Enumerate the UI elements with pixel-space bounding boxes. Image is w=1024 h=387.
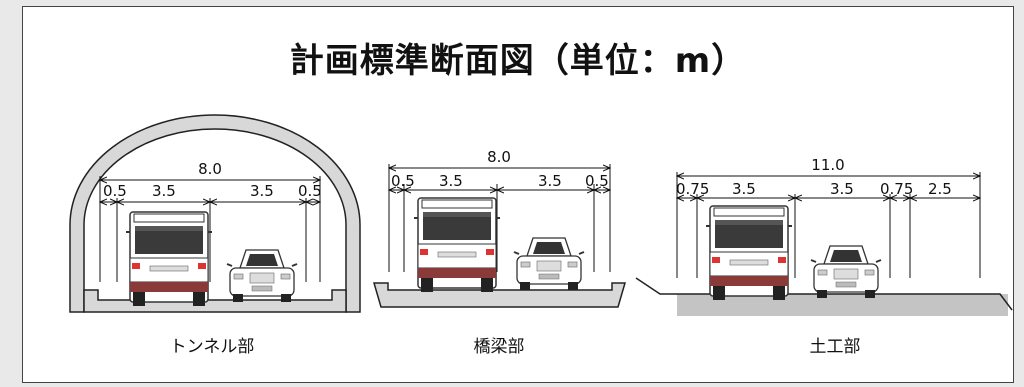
- tunnel-section: 8.0 0.5 3.5 3.5 0.5: [69, 114, 361, 313]
- earthwork-seg-1: 0.75: [676, 180, 709, 198]
- bridge-seg-2: 3.5: [439, 172, 463, 190]
- tunnel-lining: [69, 114, 361, 313]
- earthwork-embankment: [677, 294, 1008, 316]
- bus-icon: [413, 197, 501, 293]
- earthwork-seg-4: 0.75: [880, 180, 913, 198]
- earthwork-total-width: 11.0: [811, 156, 844, 174]
- bridge-deck: [373, 282, 626, 308]
- earthwork-dimension-lines: [677, 172, 980, 278]
- tunnel-seg-2: 3.5: [152, 182, 176, 200]
- bridge-total-width: 8.0: [487, 148, 511, 166]
- car-icon: [513, 237, 585, 291]
- tunnel-caption: トンネル部: [169, 337, 255, 357]
- bridge-seg-3: 3.5: [538, 172, 562, 190]
- earthwork-caption: 土工部: [809, 337, 861, 357]
- tunnel-seg-4: 0.5: [298, 182, 322, 200]
- bus-icon: [125, 211, 213, 307]
- earthwork-seg-5: 2.5: [928, 180, 952, 198]
- tunnel-base: [83, 289, 347, 313]
- tunnel-dimension-lines: [100, 176, 320, 282]
- diagram-panel: 計画標準断面図（単位：m）: [22, 6, 1014, 383]
- tunnel-total-width: 8.0: [198, 160, 222, 178]
- bridge-section: 8.0 0.5 3.5 3.5 0.5: [373, 148, 626, 308]
- bridge-caption: 橋梁部: [473, 337, 525, 357]
- page-title: 計画標準断面図（単位：m）: [289, 41, 747, 81]
- bridge-seg-4: 0.5: [585, 172, 609, 190]
- ground-line: [635, 277, 1013, 311]
- bridge-dimension-lines: [389, 164, 610, 272]
- earthwork-section: 11.0 0.75 3.5 3.5 0.75 2.5: [635, 156, 1013, 316]
- bus-icon: [705, 205, 793, 301]
- bridge-seg-1: 0.5: [391, 172, 415, 190]
- car-icon: [226, 249, 298, 303]
- earthwork-seg-2: 3.5: [732, 180, 756, 198]
- tunnel-seg-3: 3.5: [250, 182, 274, 200]
- car-icon: [810, 245, 882, 299]
- earthwork-seg-3: 3.5: [830, 180, 854, 198]
- tunnel-seg-1: 0.5: [103, 182, 127, 200]
